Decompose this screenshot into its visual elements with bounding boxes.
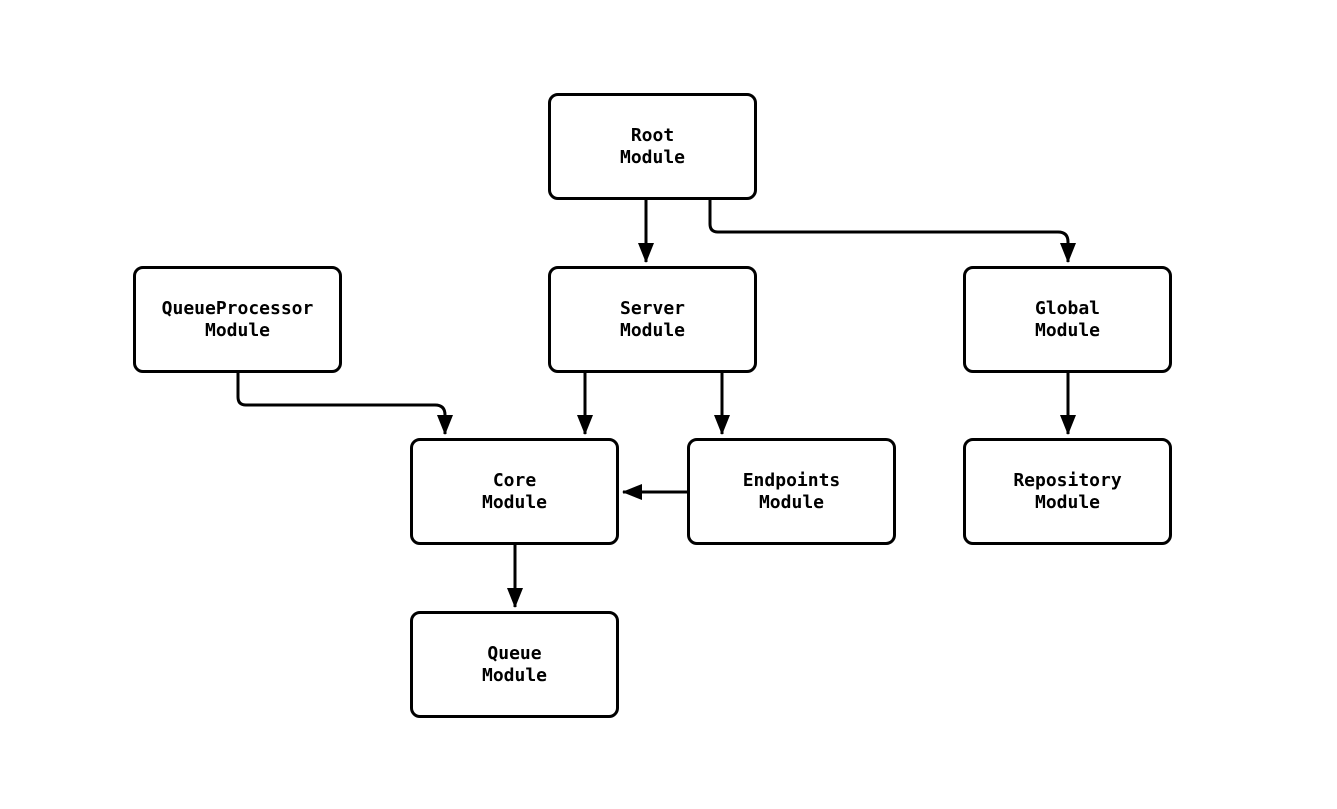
node-global-module: Global Module <box>963 266 1172 373</box>
node-root-module: Root Module <box>548 93 757 200</box>
edge-queueprocessor-to-core <box>236 373 453 435</box>
node-endpoints-module: Endpoints Module <box>687 438 896 545</box>
node-queueprocessor-module: QueueProcessor Module <box>133 266 342 373</box>
node-queue-module: Queue Module <box>410 611 619 718</box>
node-core-module: Core Module <box>410 438 619 545</box>
node-repository-module: Repository Module <box>963 438 1172 545</box>
edge-root-to-global <box>708 198 1076 263</box>
node-server-module: Server Module <box>548 266 757 373</box>
